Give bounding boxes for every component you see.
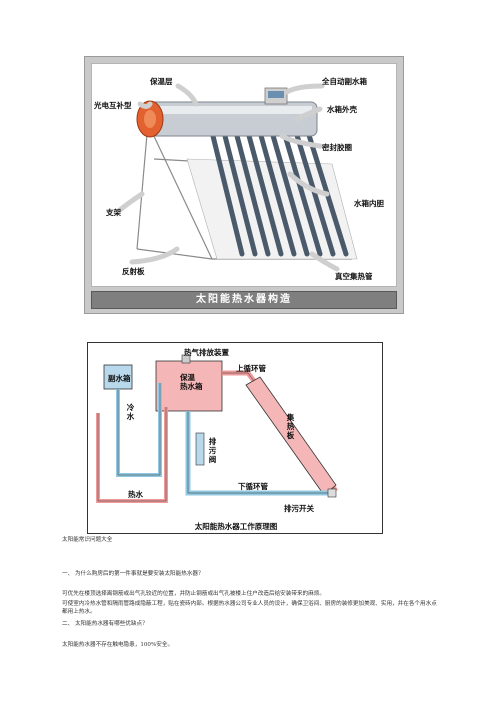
label-seal: 密封胶圈 — [322, 143, 352, 152]
label-outer-shell: 水箱外壳 — [327, 105, 357, 114]
label-vent: 热气排放装置 — [184, 348, 229, 357]
label-aux-tank: 副水箱 — [108, 374, 131, 383]
question-1: 一、 为什么购房后的第一件事就是要安装太阳能热水器？ — [62, 571, 204, 577]
heater-illustration — [117, 83, 358, 272]
answer-1-line-1: 可优先在楼顶选择离钢筋或出气孔较近的位置，并防止钢筋或出气孔被楼上住户改造后给安… — [62, 591, 325, 597]
principle-diagram — [96, 354, 339, 503]
doc-title: 太阳能常识问题大全 — [62, 537, 113, 543]
label-main-tank: 保温 热水箱 — [180, 373, 203, 391]
label-hot-water: 热水 — [128, 490, 143, 499]
label-cold-water: 冷水 — [126, 403, 135, 421]
label-drain-valve: 排污阀 — [208, 437, 217, 464]
label-lower-pipe: 下循环管 — [238, 482, 268, 491]
label-collector: 集热板 — [286, 413, 295, 440]
principle-caption: 太阳能热水器工作原理图 — [194, 522, 278, 531]
label-photo: 光电互补型 — [94, 101, 132, 110]
label-auto-tank: 全自动副水箱 — [322, 77, 367, 86]
label-vacuum-tube: 真空集热管 — [335, 272, 373, 281]
answer-2: 太阳能热水器不存在触电隐患，100%安全。 — [62, 642, 174, 648]
question-2: 二、 太阳能热水器有哪些优缺点？ — [62, 621, 148, 627]
label-insulation: 保温层 — [150, 77, 173, 86]
label-bracket: 支架 — [106, 208, 121, 217]
construction-illustration: 保温层 全自动副水箱 光电互补型 水箱外壳 密封胶圈 支架 水箱内胆 反射板 真… — [91, 63, 397, 287]
label-reflector: 反射板 — [122, 267, 145, 276]
label-drain-switch: 排污开关 — [284, 504, 314, 513]
label-upper-pipe: 上循环管 — [236, 364, 266, 373]
answer-1-line-2: 可使室内冷热水管和隔雨管路成隐蔽工程，贴在瓷砖内部。根据热水器公司专业人员的设计… — [62, 601, 437, 615]
construction-figure: 保温层 全自动副水箱 光电互补型 水箱外壳 密封胶圈 支架 水箱内胆 反射板 真… — [84, 56, 404, 314]
principle-figure: 热气排放装置 副水箱 保温 热水箱 上循环管 冷水 集热板 排污阀 热水 下循环… — [87, 342, 383, 534]
construction-caption: 太阳能热水器构造 — [91, 291, 397, 309]
label-inner-tank: 水箱内胆 — [354, 199, 384, 208]
